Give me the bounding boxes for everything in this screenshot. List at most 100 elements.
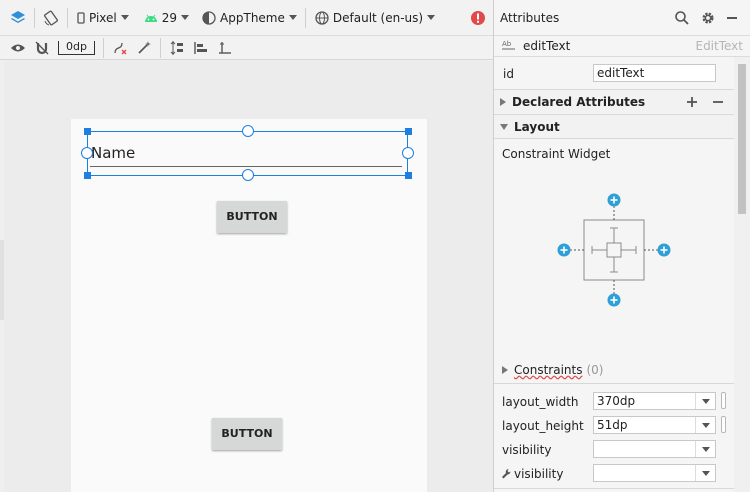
wrench-icon [501, 468, 511, 480]
svg-text:Ab: Ab [502, 40, 512, 48]
tools-visibility-dropdown[interactable] [593, 464, 716, 482]
button-widget[interactable]: BUTTON [212, 418, 282, 450]
pack-button[interactable] [165, 36, 189, 60]
chevron-down-icon [695, 465, 715, 481]
attributes-title: Attributes [500, 10, 560, 25]
constraint-anchor-top[interactable] [242, 125, 254, 137]
id-row: id [494, 63, 734, 85]
theme-label: AppTheme [220, 10, 285, 25]
collapse-arrow-icon [500, 123, 508, 130]
layout-width-row: layout_width [494, 392, 734, 412]
button-widget[interactable]: BUTTON [217, 201, 287, 233]
edit-text-icon: Ab [502, 38, 516, 54]
locale-dropdown[interactable]: Default (en-us) [310, 6, 439, 30]
attributes-scrollbar-thumb[interactable] [738, 64, 746, 214]
chevron-down-icon [120, 15, 129, 20]
align-button[interactable] [189, 36, 213, 60]
guidelines-button[interactable] [213, 36, 237, 60]
constraint-widget-row: Constraint Widget [494, 144, 734, 164]
visibility-row: visibility [494, 440, 734, 460]
chevron-down-icon [181, 15, 190, 20]
eye-icon [10, 40, 26, 56]
resize-handle-bottom-left[interactable] [84, 172, 91, 179]
device-label: Pixel [89, 10, 117, 25]
search-icon[interactable] [674, 10, 690, 26]
api-label: 29 [161, 10, 178, 25]
layout-section[interactable]: Layout [494, 114, 734, 138]
divider [494, 138, 734, 139]
declared-attributes-section[interactable]: Declared Attributes [494, 89, 734, 113]
attributes-panel: Attributes Ab editText EditText id editT… [493, 0, 750, 492]
gear-icon[interactable] [700, 10, 716, 26]
locale-label: Default (en-us) [332, 10, 424, 25]
minimize-icon[interactable] [724, 10, 740, 26]
error-icon [470, 10, 486, 26]
autoconnect-button[interactable] [30, 36, 54, 60]
expand-arrow-icon [500, 97, 506, 106]
resize-handle-top-right[interactable] [405, 128, 412, 135]
magic-wand-icon [136, 40, 152, 56]
add-constraint-right-icon [657, 243, 671, 257]
component-name: editText [523, 39, 571, 53]
chevron-down-icon [695, 441, 715, 457]
id-label: id [503, 67, 514, 81]
add-icon[interactable] [684, 94, 700, 110]
attributes-header: Attributes [494, 0, 750, 36]
layout-width-dropdown[interactable]: 370dp [593, 392, 716, 410]
component-header: Ab editText EditText [494, 36, 750, 57]
tools-visibility-row: visibility [494, 464, 734, 484]
layout-height-row: layout_height [494, 416, 734, 436]
edit-text-underline [90, 166, 402, 167]
api-level-dropdown[interactable]: 29 [139, 6, 193, 30]
magnet-off-icon [34, 40, 50, 56]
tools-visibility-label: visibility [514, 467, 564, 481]
chevron-down-icon [695, 417, 715, 433]
default-margins-button[interactable]: 0dp [54, 36, 99, 60]
layout-height-value: 51dp [597, 418, 628, 432]
clear-constraints-icon [112, 40, 128, 56]
constraint-widget[interactable] [544, 190, 684, 320]
remove-icon[interactable] [710, 94, 726, 110]
theme-dropdown[interactable]: AppTheme [197, 6, 301, 30]
expand-arrow-icon [502, 366, 508, 374]
view-options-button[interactable] [6, 36, 30, 60]
constraint-anchor-left[interactable] [81, 147, 93, 159]
layout-width-resource-button[interactable] [721, 392, 726, 409]
component-type: EditText [695, 39, 743, 53]
constraints-row[interactable]: Constraints (0) [494, 360, 734, 380]
default-margin-value: 0dp [58, 40, 95, 55]
android-icon [143, 10, 159, 26]
toolbar-separator [34, 7, 35, 28]
resize-handle-bottom-right[interactable] [405, 172, 412, 179]
constraint-anchor-right[interactable] [402, 147, 414, 159]
guideline-icon [217, 40, 233, 56]
layout-label: Layout [514, 119, 560, 134]
chevron-down-icon [695, 393, 715, 409]
rotate-device-icon [43, 10, 59, 26]
orientation-button[interactable] [39, 6, 63, 30]
edit-text-widget[interactable]: Name [91, 144, 136, 162]
infer-constraints-button[interactable] [132, 36, 156, 60]
toolbar-separator [304, 7, 306, 28]
declared-attributes-label: Declared Attributes [512, 94, 646, 109]
design-toolbar: Pixel 29 AppTheme Default (en-us) [0, 0, 493, 36]
divider [494, 383, 734, 384]
phone-icon [76, 10, 86, 26]
layers-toggle-button[interactable] [6, 6, 30, 30]
resize-handle-top-left[interactable] [84, 128, 91, 135]
id-input[interactable]: editText [593, 64, 716, 82]
clear-constraints-button[interactable] [108, 36, 132, 60]
layout-height-resource-button[interactable] [721, 416, 726, 433]
device-dropdown[interactable]: Pixel [72, 6, 133, 30]
error-indicator-button[interactable] [466, 6, 490, 30]
align-left-icon [193, 40, 209, 56]
constraint-anchor-bottom[interactable] [242, 169, 254, 181]
layout-width-value: 370dp [597, 394, 636, 408]
design-editor: Pixel 29 AppTheme Default (en-us) [0, 0, 493, 492]
visibility-dropdown[interactable] [593, 440, 716, 458]
toolbar-separator [67, 7, 68, 28]
constraints-count: (0) [586, 363, 604, 377]
layout-height-dropdown[interactable]: 51dp [593, 416, 716, 434]
chevron-down-icon [288, 15, 297, 20]
layout-width-label: layout_width [502, 395, 579, 409]
